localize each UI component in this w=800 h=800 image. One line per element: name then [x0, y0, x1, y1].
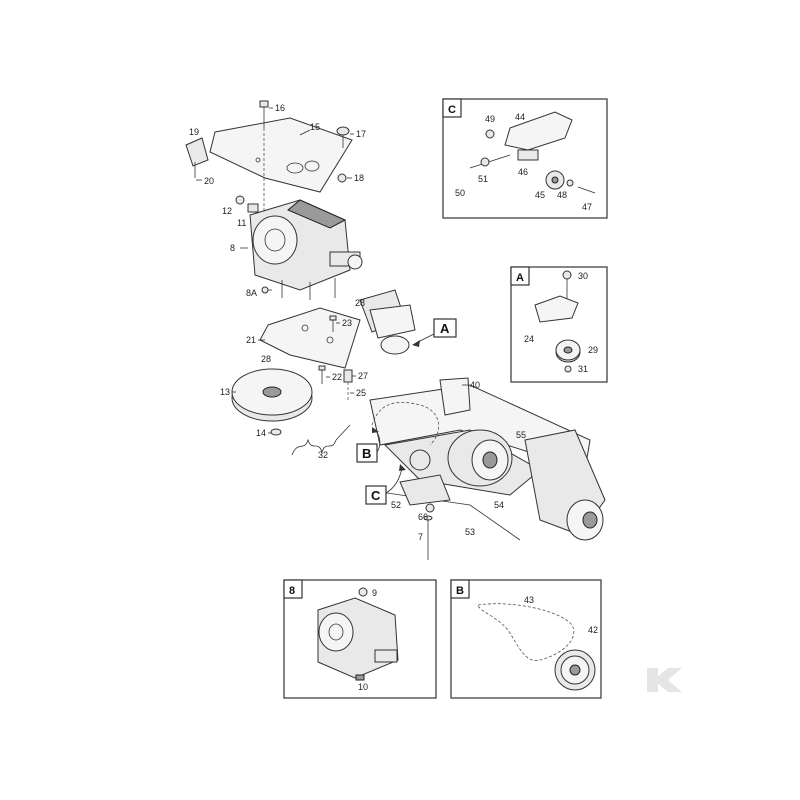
callout-23: 23 [342, 318, 352, 328]
inset-a-letter: A [516, 272, 524, 284]
callout-52: 52 [391, 500, 401, 510]
callout-30: 30 [578, 271, 588, 281]
callout-42: 42 [588, 625, 598, 635]
svg-text:A: A [440, 321, 450, 336]
inset-c: C 49 44 51 46 50 45 48 47 [442, 98, 608, 219]
detail-tag-b: B [356, 427, 381, 463]
callout-28-lower: 28 [261, 354, 271, 364]
inset-c-letter: C [448, 104, 456, 116]
detail-tag-c: C [365, 464, 406, 505]
callout-49: 49 [485, 114, 495, 124]
mounting-plate [259, 307, 361, 369]
callout-50: 50 [455, 188, 465, 198]
callout-10: 10 [358, 682, 368, 692]
callout-22: 22 [332, 372, 342, 382]
bolt-7 [423, 515, 433, 560]
inset-a: A 30 24 29 31 [510, 266, 608, 383]
callout-31: 31 [578, 364, 588, 374]
callout-8a: 8A [246, 288, 257, 298]
callout-29: 29 [588, 345, 598, 355]
callout-48: 48 [557, 190, 567, 200]
callout-11: 11 [237, 218, 246, 228]
callout-24: 24 [524, 334, 534, 344]
inset-8-letter: 8 [289, 585, 295, 597]
spacer-27 [343, 369, 353, 400]
bolt-23 [329, 315, 337, 332]
callout-15: 15 [310, 122, 320, 132]
nut-66 [425, 503, 435, 513]
spring-32 [291, 424, 351, 456]
inset-b-letter: B [456, 585, 464, 597]
gearbox [249, 199, 363, 300]
callout-21: 21 [246, 335, 256, 345]
pulley-13 [231, 368, 313, 422]
callout-55: 55 [516, 430, 526, 440]
svg-text:C: C [371, 488, 381, 503]
callout-53: 53 [465, 527, 475, 537]
callout-43: 43 [524, 595, 534, 605]
axle-housing [447, 429, 606, 541]
callout-labels-main: 16 15 17 18 19 20 12 11 8 8A 28 23 21 28… [189, 103, 526, 542]
bolt-16 [259, 100, 269, 215]
callout-16: 16 [275, 103, 285, 113]
clutch-pulley [359, 289, 416, 355]
callout-8: 8 [230, 243, 235, 253]
inset-8: 8 9 10 [283, 579, 437, 699]
callout-28-upper: 28 [355, 298, 365, 308]
callout-27: 27 [358, 371, 368, 381]
watermark-logo [647, 668, 682, 692]
callout-18: 18 [354, 173, 364, 183]
callout-9: 9 [372, 588, 377, 598]
callout-17: 17 [356, 129, 366, 139]
pin-8a [261, 286, 272, 294]
knob-17 [336, 126, 350, 148]
bracket-19 [185, 137, 209, 178]
nut-18 [337, 173, 347, 183]
callout-7: 7 [418, 532, 423, 542]
inset-b: B 43 42 [450, 579, 602, 699]
callout-47: 47 [582, 202, 592, 212]
callout-13: 13 [220, 387, 230, 397]
callout-40: 40 [470, 380, 480, 390]
callout-51: 51 [478, 174, 488, 184]
callout-32: 32 [318, 450, 328, 460]
callout-14: 14 [256, 428, 266, 438]
plug-11 [235, 195, 259, 213]
drive-chain [371, 402, 440, 471]
detail-tag-a: A [412, 318, 457, 347]
lever-40 [439, 377, 471, 416]
callout-25: 25 [356, 388, 366, 398]
top-plate [209, 117, 353, 193]
bolt-22 [318, 365, 326, 384]
callout-66: 66 [418, 512, 428, 522]
callout-44: 44 [515, 112, 525, 122]
callout-45: 45 [535, 190, 545, 200]
callout-46: 46 [518, 167, 528, 177]
callout-54: 54 [494, 500, 504, 510]
washer-14 [270, 428, 282, 436]
svg-text:B: B [362, 446, 371, 461]
callout-19: 19 [189, 127, 199, 137]
callout-12: 12 [222, 206, 232, 216]
callout-20: 20 [204, 176, 214, 186]
